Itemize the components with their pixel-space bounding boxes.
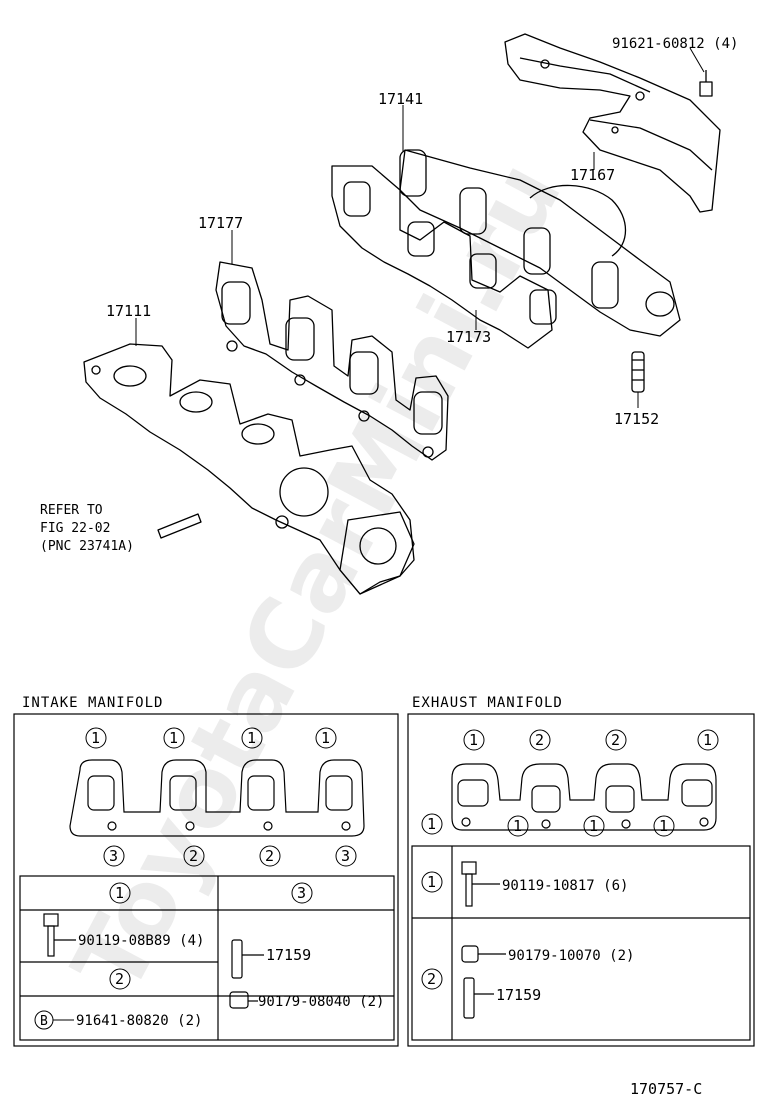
intake-p3-part-a: 17159 <box>266 946 311 964</box>
intake-bottom-markers: 3 2 2 3 <box>103 845 357 867</box>
label-17152: 17152 <box>614 410 659 428</box>
intake-top-marker: 1 <box>321 729 330 747</box>
label-17111: 17111 <box>106 302 151 320</box>
intake-header-1: 1 <box>115 884 124 902</box>
exhaust-row1-part: 90119-10817 (6) <box>502 878 628 894</box>
intake-stud-icon <box>231 939 264 979</box>
intake-table <box>19 875 395 1041</box>
exhaust-bottom-marker: 1 <box>659 817 668 835</box>
intake-bottom-marker: 3 <box>341 847 350 865</box>
exhaust-bottom-marker: 1 <box>589 817 598 835</box>
label-17177: 17177 <box>198 214 243 232</box>
intake-gasket-sketch <box>69 759 365 837</box>
heat-insulator-17167 <box>504 33 721 213</box>
stud-refer-icon <box>157 513 202 539</box>
drawing-code: 170757-C <box>630 1080 702 1098</box>
intake-bottom-marker: 2 <box>189 847 198 865</box>
intake-header-3: 3 <box>297 884 306 902</box>
exhaust-panel <box>407 713 755 1047</box>
intake-p2-part: 91641-80820 (2) <box>76 1013 202 1029</box>
exhaust-title: EXHAUST MANIFOLD <box>412 695 563 711</box>
exhaust-row2-part-b: 17159 <box>496 986 541 1004</box>
intake-nut-icon <box>229 991 258 1009</box>
intake-bottom-marker: 2 <box>265 847 274 865</box>
intake-p1-part: 90119-08B89 (4) <box>78 933 204 949</box>
intake-top-marker: 1 <box>247 729 256 747</box>
exhaust-top-marker: 1 <box>703 731 712 749</box>
exhaust-gasket-17173 <box>331 165 557 349</box>
intake-panel <box>13 713 399 1047</box>
intake-b-marker: B <box>40 1014 48 1029</box>
refer-line-2: FIG 22-02 <box>40 521 110 536</box>
label-91621: 91621-60812 (4) <box>612 36 738 52</box>
label-17141: 17141 <box>378 90 423 108</box>
exhaust-row2-part-a: 90179-10070 (2) <box>508 948 634 964</box>
exhaust-top-marker: 2 <box>535 731 544 749</box>
leader-lines <box>135 47 705 408</box>
intake-manifold-17111 <box>83 343 415 595</box>
exhaust-top-marker: 1 <box>469 731 478 749</box>
label-17173: 17173 <box>446 328 491 346</box>
intake-header-2: 2 <box>115 970 124 988</box>
refer-line-3: (PNC 23741A) <box>40 539 134 554</box>
exhaust-bottom-marker: 1 <box>427 815 436 833</box>
exhaust-manifold-17141 <box>399 149 681 337</box>
exhaust-row1-marker: 1 <box>427 873 436 891</box>
exhaust-bottom-marker: 1 <box>513 817 522 835</box>
intake-bottom-marker: 3 <box>109 847 118 865</box>
exhaust-top-markers: 1 2 2 1 <box>463 729 719 751</box>
exhaust-top-marker: 2 <box>611 731 620 749</box>
intake-p3-part-b: 90179-08040 (2) <box>258 994 384 1010</box>
intake-top-markers: 1 1 1 1 <box>85 727 337 749</box>
exhaust-stud-icon <box>463 977 494 1019</box>
intake-title: INTAKE MANIFOLD <box>22 695 163 711</box>
bolt-91621-icon <box>699 70 713 97</box>
intake-top-marker: 1 <box>169 729 178 747</box>
exhaust-gasket-sketch <box>451 763 717 831</box>
label-17167: 17167 <box>570 166 615 184</box>
stud-17152-icon <box>631 351 645 393</box>
intake-top-marker: 1 <box>91 729 100 747</box>
exhaust-bolt-icon <box>461 861 500 907</box>
intake-gasket-17177 <box>215 261 449 461</box>
intake-bolt-icon <box>43 913 76 957</box>
exhaust-nut-icon <box>461 945 506 963</box>
exhaust-table <box>411 845 751 1041</box>
exhaust-bottom-markers: 1 1 1 1 <box>421 813 675 837</box>
refer-line-1: REFER TO <box>40 503 103 518</box>
exhaust-row2-marker: 2 <box>427 970 436 988</box>
